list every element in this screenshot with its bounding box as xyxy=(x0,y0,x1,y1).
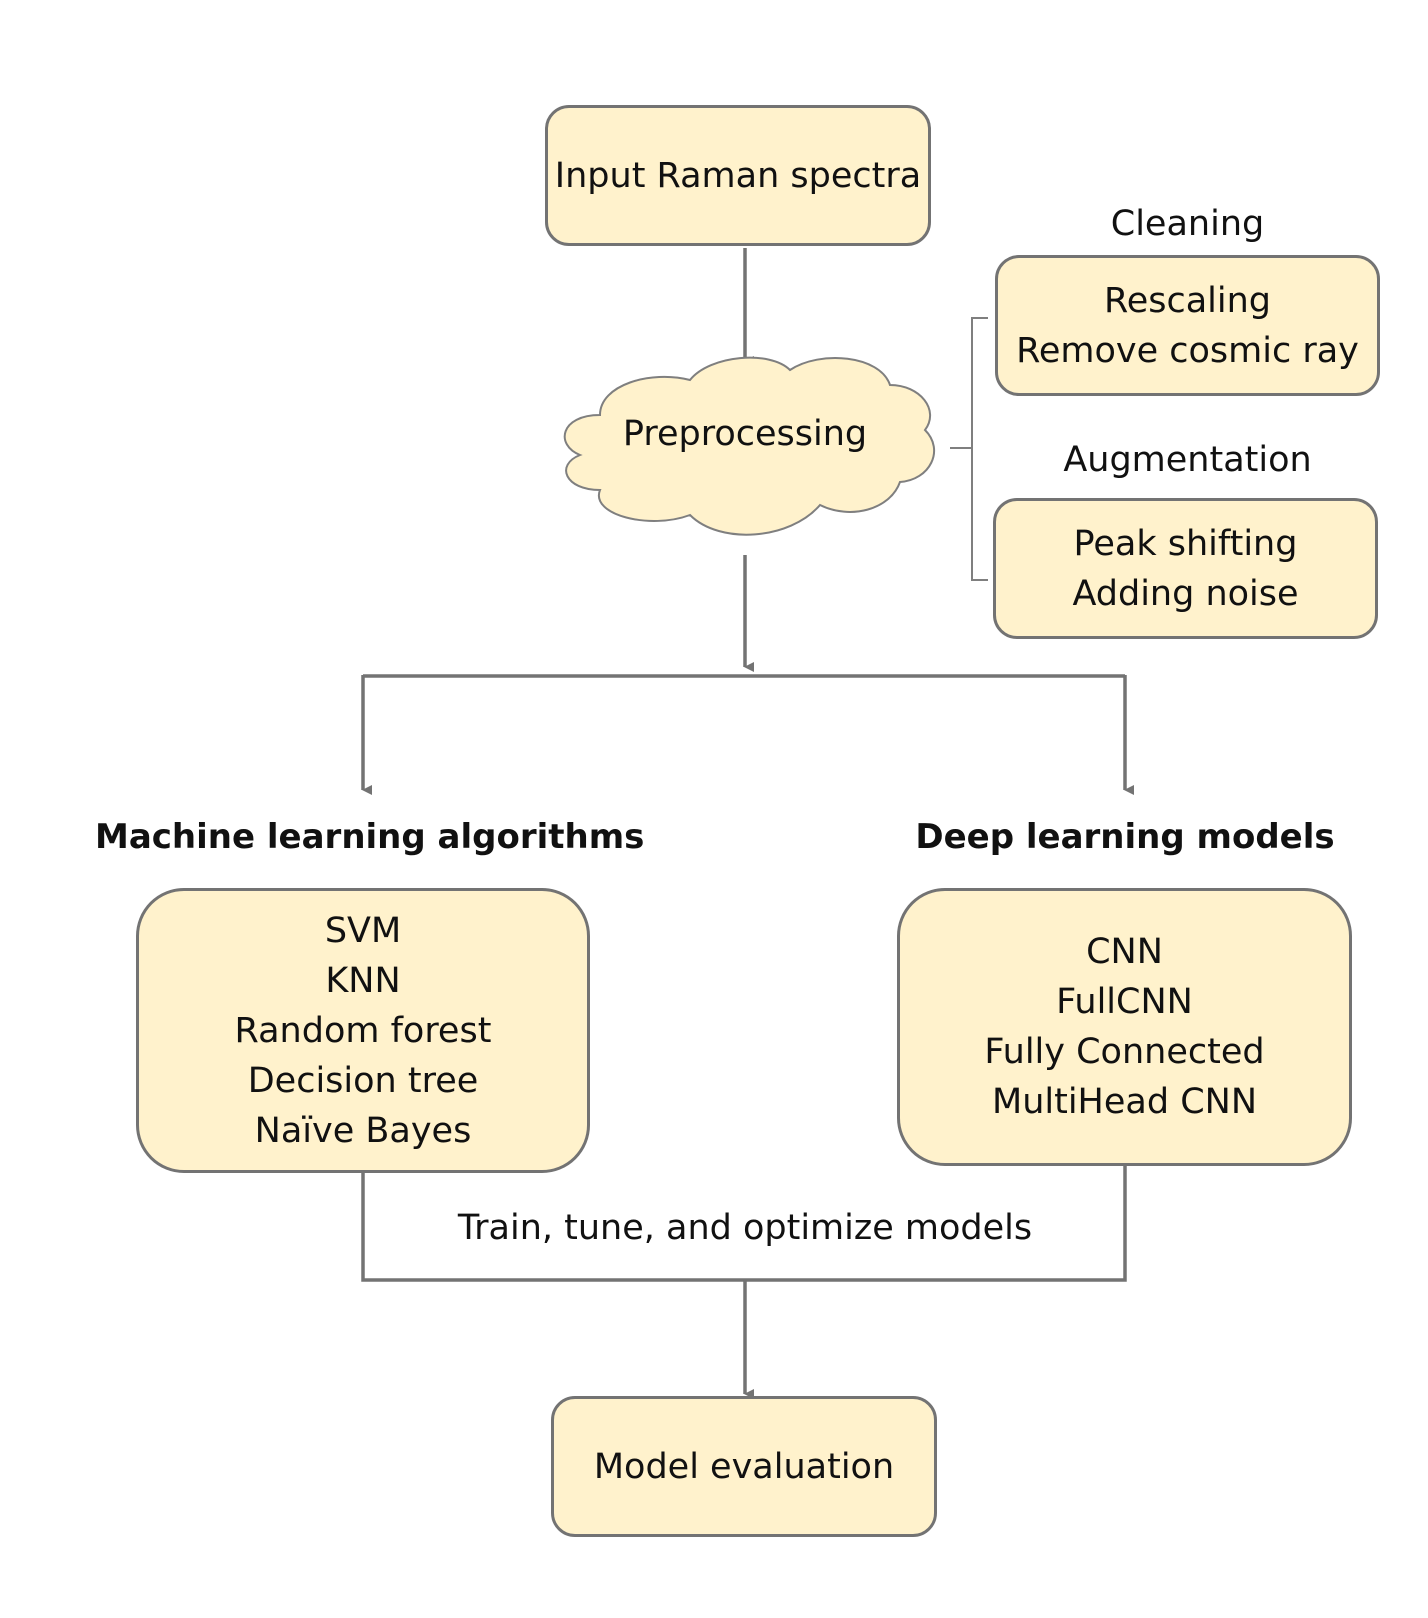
preprocessing-bracket xyxy=(950,317,988,581)
ml-box: SVM KNN Random forest Decision tree Naïv… xyxy=(136,888,590,1173)
dl-item: Fully Connected xyxy=(984,1032,1265,1072)
dl-item: MultiHead CNN xyxy=(992,1082,1257,1122)
train-label: Train, tune, and optimize models xyxy=(457,1208,1033,1248)
input-label: Input Raman spectra xyxy=(554,155,922,196)
ml-title: Machine learning algorithms xyxy=(95,817,645,857)
preprocessing-label: Preprocessing xyxy=(622,414,868,454)
ml-item: Decision tree xyxy=(247,1060,479,1101)
augmentation-item: Adding noise xyxy=(1072,573,1299,614)
cleaning-title: Cleaning xyxy=(1110,204,1265,244)
ml-item: Random forest xyxy=(234,1010,492,1051)
cleaning-item: Rescaling xyxy=(1103,280,1272,321)
augmentation-item: Peak shifting xyxy=(1073,523,1298,564)
augmentation-title: Augmentation xyxy=(1063,440,1312,480)
input-box: Input Raman spectra xyxy=(545,105,931,246)
augmentation-box: Peak shifting Adding noise xyxy=(993,498,1378,639)
ml-item: Naïve Bayes xyxy=(254,1110,472,1151)
evaluation-label: Model evaluation xyxy=(593,1446,895,1487)
ml-item: KNN xyxy=(325,960,401,1001)
ml-item: SVM xyxy=(324,910,402,951)
dl-item: FullCNN xyxy=(1056,982,1193,1022)
cleaning-item: Remove cosmic ray xyxy=(1016,330,1359,371)
evaluation-box: Model evaluation xyxy=(551,1396,937,1537)
dl-title: Deep learning models xyxy=(915,817,1335,857)
dl-item: CNN xyxy=(1086,932,1163,972)
preprocessing-cloud xyxy=(563,356,936,536)
cleaning-box: Rescaling Remove cosmic ray xyxy=(995,255,1380,396)
dl-box: CNN FullCNN Fully Connected MultiHead CN… xyxy=(897,888,1352,1166)
